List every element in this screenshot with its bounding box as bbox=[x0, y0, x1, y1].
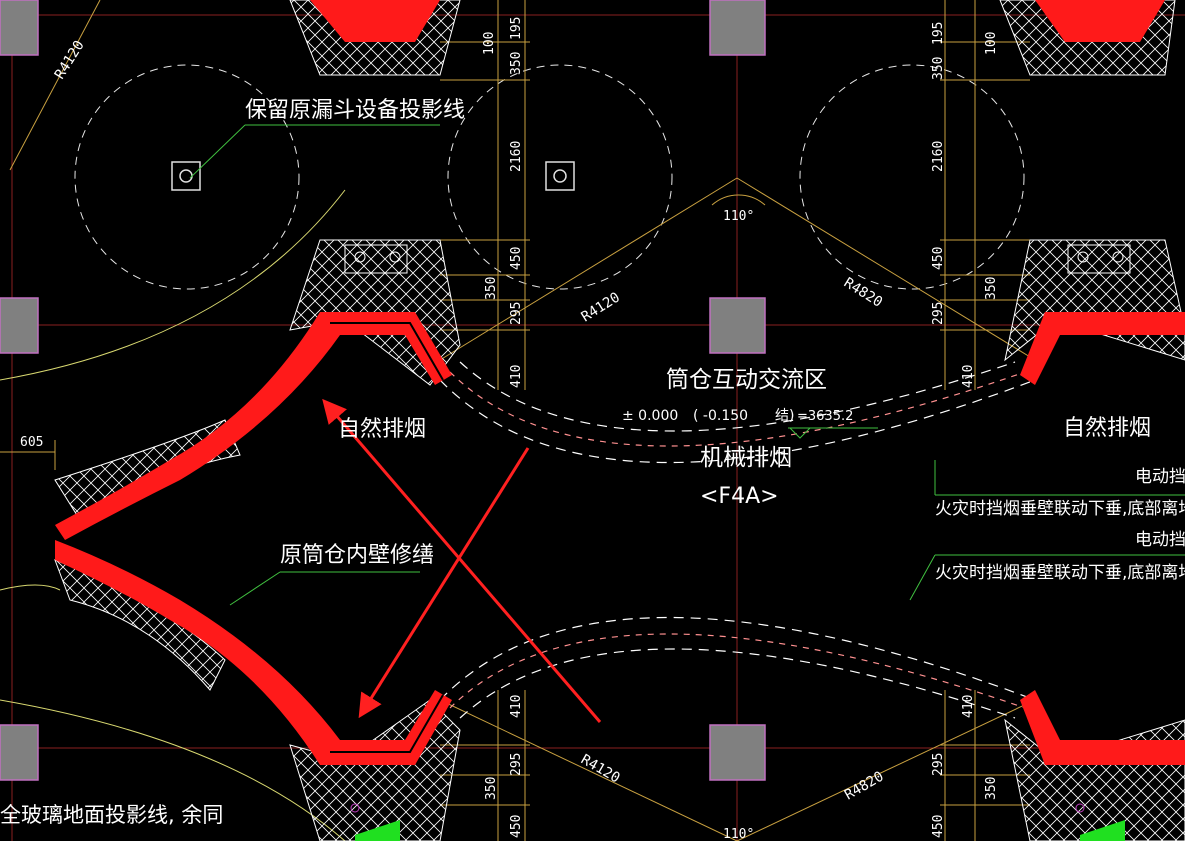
elevation-a: ± 0.000 bbox=[622, 408, 678, 424]
radius-bot-right: R4820 bbox=[842, 769, 887, 804]
dim-410b: 410 bbox=[961, 365, 976, 388]
elevation-d: =3635.2 bbox=[797, 409, 853, 424]
damper-2-note: 火灾时挡烟垂壁联动下垂,底部离地100 bbox=[935, 563, 1185, 583]
dim-450c: 450 bbox=[509, 815, 524, 838]
mech-smoke-label: 机械排烟 bbox=[700, 445, 792, 471]
dim-195b: 195 bbox=[931, 22, 946, 45]
zone-code-label: <F4A> bbox=[700, 484, 779, 509]
dim-350e: 350 bbox=[484, 777, 499, 800]
damper-1-note: 火灾时挡烟垂壁联动下垂,底部离地100 bbox=[935, 499, 1185, 519]
green-markers bbox=[350, 803, 1125, 841]
dim-2160a: 2160 bbox=[509, 141, 524, 172]
dim-350a: 350 bbox=[509, 52, 524, 75]
radius-mid-left: R4120 bbox=[579, 289, 623, 325]
radius-mid-right: R4820 bbox=[841, 275, 885, 311]
dim-605: 605 bbox=[20, 435, 43, 450]
outer-arcs bbox=[0, 189, 346, 841]
center-dashed-arcs bbox=[439, 361, 1036, 719]
dim-2160b: 2160 bbox=[931, 141, 946, 172]
damper-1-label: 电动挡烟 bbox=[1135, 467, 1185, 487]
dim-450b: 450 bbox=[931, 247, 946, 270]
structural-columns bbox=[0, 0, 766, 781]
damper-2-label: 电动挡烟 bbox=[1135, 530, 1185, 550]
leader-lines bbox=[189, 124, 1185, 606]
angle-top: 110° bbox=[723, 209, 754, 224]
dimension-texts: 100 195 350 2160 450 350 295 410 100 195… bbox=[20, 17, 999, 838]
elevation-b: ( -0.150 bbox=[693, 408, 748, 424]
dim-450d: 450 bbox=[931, 815, 946, 838]
funnel-projection-circles bbox=[74, 64, 1025, 290]
radius-bot-left: R4120 bbox=[578, 752, 623, 787]
glass-floor-label: 全玻璃地面投影线, 余同 bbox=[0, 803, 223, 827]
wall-center-lines bbox=[330, 322, 444, 753]
red-silo-walls bbox=[55, 0, 1185, 765]
natural-smoke-right: 自然排烟 bbox=[1063, 416, 1151, 441]
dim-350f: 350 bbox=[984, 777, 999, 800]
dimension-lines bbox=[0, 0, 1036, 841]
radius-top-left: R4120 bbox=[52, 38, 88, 82]
red-arrows bbox=[322, 398, 602, 723]
dim-100a: 100 bbox=[482, 32, 497, 55]
inner-wall-repair-label: 原筒仓内壁修缮 bbox=[280, 543, 434, 568]
dim-295c: 295 bbox=[509, 753, 524, 776]
projection-line-label: 保留原漏斗设备投影线 bbox=[245, 98, 465, 123]
dim-350c: 350 bbox=[931, 57, 946, 80]
elevation-c: 结) bbox=[775, 408, 794, 424]
dim-100b: 100 bbox=[984, 32, 999, 55]
angle-bottom: 110° bbox=[723, 827, 754, 841]
hatched-walls bbox=[54, 0, 1185, 841]
dim-295b: 295 bbox=[931, 302, 946, 325]
dim-195a: 195 bbox=[509, 17, 524, 40]
dim-350d: 350 bbox=[984, 277, 999, 300]
dim-295a: 295 bbox=[509, 302, 524, 325]
wall-top-details bbox=[344, 244, 1131, 274]
dim-295d: 295 bbox=[931, 753, 946, 776]
dim-410c: 410 bbox=[509, 695, 524, 718]
dim-450a: 450 bbox=[509, 247, 524, 270]
dim-410a: 410 bbox=[509, 365, 524, 388]
dim-350b: 350 bbox=[484, 277, 499, 300]
zone-name-label: 筒仓互动交流区 bbox=[666, 367, 827, 393]
radius-labels: R4120 R4120 R4820 R4120 R4820 bbox=[52, 38, 887, 804]
dim-410d: 410 bbox=[961, 695, 976, 718]
natural-smoke-left: 自然排烟 bbox=[338, 417, 426, 442]
